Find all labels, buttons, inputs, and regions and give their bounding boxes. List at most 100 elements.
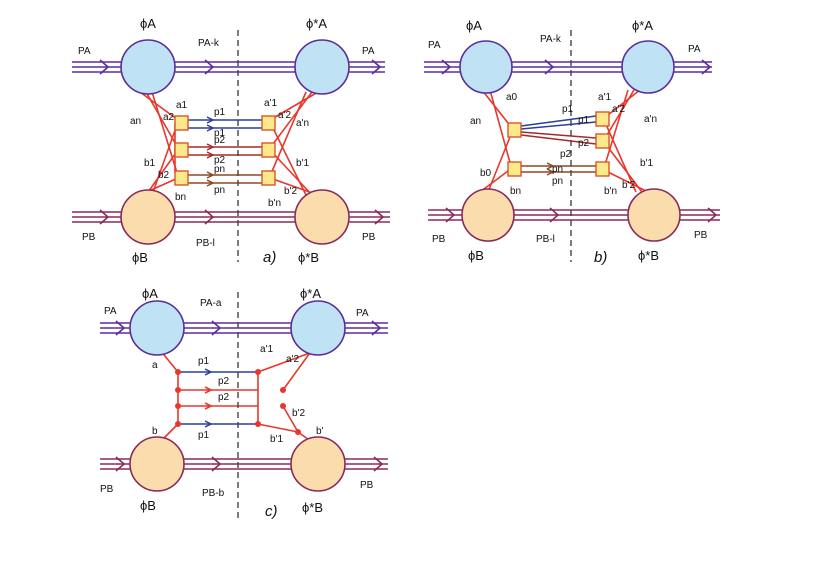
label-b-right-0: b'1 bbox=[296, 158, 309, 169]
gluons-a bbox=[188, 116, 262, 187]
partons-b-right bbox=[603, 89, 649, 193]
panel-b bbox=[424, 30, 720, 262]
label-PB-minus: PB-l bbox=[196, 238, 215, 249]
label-c-PB-minus: PB-b bbox=[202, 488, 225, 499]
label-c-p-1: p2 bbox=[218, 376, 230, 387]
label-c-PA-minus: PA-a bbox=[200, 298, 222, 309]
vertices-a bbox=[174, 115, 276, 186]
label-b-phiA: ϕA bbox=[466, 18, 482, 33]
caption-c: c) bbox=[265, 503, 278, 520]
label-b-a-right-0: a'1 bbox=[598, 92, 611, 103]
label-b-PA-in: PA bbox=[428, 40, 441, 51]
label-phiA-conj: ϕ*A bbox=[306, 16, 327, 31]
label-c-PB-in: PB bbox=[100, 484, 114, 495]
label-c-p-3: p1 bbox=[198, 430, 210, 441]
blob-b-phiB bbox=[461, 188, 515, 242]
label-c-phiB: ϕB bbox=[140, 498, 156, 513]
label-PB-out: PB bbox=[362, 232, 376, 243]
label-c-b-right-2: b' bbox=[316, 426, 324, 437]
label-c-p-0: p1 bbox=[198, 356, 210, 367]
caption-a: a) bbox=[263, 249, 276, 266]
label-c-b-right-1: b'2 bbox=[292, 408, 305, 419]
label-b-p-3: p2 bbox=[560, 149, 572, 160]
label-p-5: pn bbox=[214, 185, 225, 196]
beam-c-b-lines bbox=[100, 456, 388, 472]
label-p-0: p1 bbox=[214, 107, 226, 118]
blob-c-phiB-conj bbox=[290, 436, 346, 492]
label-b-left-2: bn bbox=[175, 192, 186, 203]
label-b-PB-out: PB bbox=[694, 230, 708, 241]
label-PA-out: PA bbox=[362, 46, 375, 57]
label-b-b-right-0: b'1 bbox=[640, 158, 653, 169]
label-a-left-2: an bbox=[130, 116, 141, 127]
partons-b-left bbox=[479, 89, 513, 193]
label-b-p-4: pn bbox=[552, 164, 563, 175]
label-a-left-0: a1 bbox=[176, 100, 188, 111]
gluons-b bbox=[520, 115, 597, 176]
label-b-phiB: ϕB bbox=[468, 248, 484, 263]
label-b-PB-in: PB bbox=[432, 234, 446, 245]
blob-c-phiB bbox=[129, 436, 185, 492]
blob-phiA-conj bbox=[294, 39, 350, 95]
label-phiA: ϕA bbox=[140, 16, 156, 31]
label-c-phiB-conj: ϕ*B bbox=[302, 500, 323, 515]
blob-phiB bbox=[120, 189, 176, 245]
label-b-p-1: p1 bbox=[578, 115, 590, 126]
blob-c-phiA bbox=[129, 300, 185, 356]
label-b-right-2: b'n bbox=[268, 198, 281, 209]
label-PB-in: PB bbox=[82, 232, 96, 243]
panel-c bbox=[100, 292, 388, 520]
label-c-p-2: p2 bbox=[218, 392, 230, 403]
label-b-a-right-1: a'2 bbox=[612, 104, 625, 115]
label-b-a-left-1: an bbox=[470, 116, 481, 127]
label-b-p-5: pn bbox=[552, 176, 563, 187]
label-c-a-right-0: a'1 bbox=[260, 344, 273, 355]
label-b-p-2: p2 bbox=[578, 138, 590, 149]
blob-phiA bbox=[120, 39, 176, 95]
label-c-PB-out: PB bbox=[360, 480, 374, 491]
beam-a-lines bbox=[72, 59, 385, 75]
label-p-1: p1 bbox=[214, 128, 226, 139]
label-b-a-right-2: a'n bbox=[644, 114, 657, 125]
label-b-phiB-conj: ϕ*B bbox=[638, 248, 659, 263]
blob-c-phiA-conj bbox=[290, 300, 346, 356]
vertices-b bbox=[507, 111, 610, 177]
label-b-phiA-conj: ϕ*A bbox=[632, 18, 653, 33]
label-b-a-left-0: a0 bbox=[506, 92, 518, 103]
label-phiB: ϕB bbox=[132, 250, 148, 265]
vertices-c bbox=[175, 369, 301, 435]
label-phiB-conj: ϕ*B bbox=[298, 250, 319, 265]
label-c-b-left-0: b bbox=[152, 426, 158, 437]
label-b-b-right-1: b'2 bbox=[622, 180, 635, 191]
label-PA-minus: PA-k bbox=[198, 38, 220, 49]
label-b-PB-minus: PB-l bbox=[536, 234, 555, 245]
label-a-right-0: a'1 bbox=[264, 98, 277, 109]
blob-phiB-conj bbox=[294, 189, 350, 245]
label-a-left-1: a2 bbox=[163, 112, 175, 123]
blob-b-phiA bbox=[459, 40, 513, 94]
label-b-left-0: b1 bbox=[144, 158, 156, 169]
label-c-b-right-0: b'1 bbox=[270, 434, 283, 445]
label-c-phiA: ϕA bbox=[142, 286, 158, 301]
gluons-c bbox=[178, 368, 258, 428]
blob-b-phiA-conj bbox=[621, 40, 675, 94]
label-PA-in: PA bbox=[78, 46, 91, 57]
label-a-right-1: a'2 bbox=[278, 110, 291, 121]
label-b-p-0: p1 bbox=[562, 104, 574, 115]
partons-a-right bbox=[269, 91, 319, 196]
beam-c-a-lines bbox=[100, 320, 388, 336]
label-b-right-1: b'2 bbox=[284, 186, 297, 197]
label-p-4: pn bbox=[214, 164, 225, 175]
label-c-phiA-conj: ϕ*A bbox=[300, 286, 321, 301]
panel-a bbox=[72, 30, 390, 262]
label-p-3: p2 bbox=[214, 155, 226, 166]
label-a-right-2: a'n bbox=[296, 118, 309, 129]
label-b-b-left-0: b0 bbox=[480, 168, 492, 179]
label-b-left-1: b2 bbox=[158, 170, 170, 181]
label-c-a-left-0: a bbox=[152, 360, 158, 371]
label-c-PA-in: PA bbox=[104, 306, 117, 317]
label-b-b-right-2: b'n bbox=[604, 186, 617, 197]
blob-b-phiB-conj bbox=[627, 188, 681, 242]
label-b-PA-out: PA bbox=[688, 44, 701, 55]
